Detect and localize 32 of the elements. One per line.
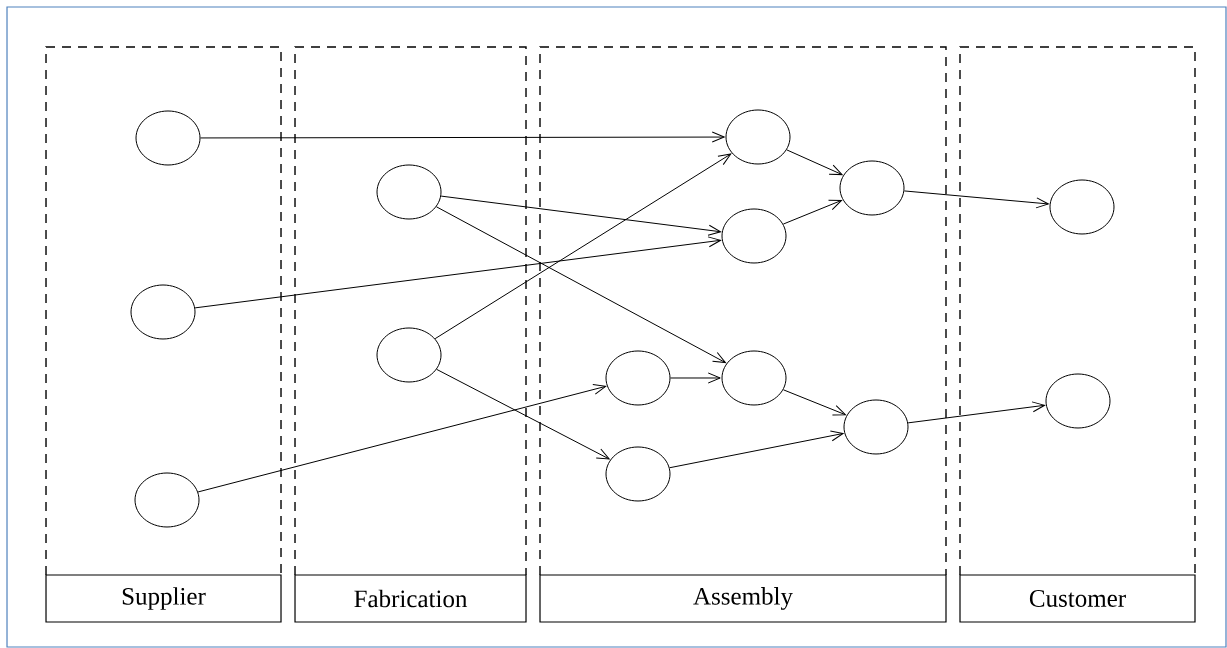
arrow <box>194 236 722 309</box>
circle-node <box>135 110 201 166</box>
circle-node <box>376 327 442 383</box>
circle-node <box>605 350 671 406</box>
swimlane: Customer <box>959 46 1196 623</box>
arrow <box>782 389 846 416</box>
swimlane: Supplier <box>45 46 282 623</box>
circle-node <box>843 399 909 455</box>
circle-node <box>721 350 787 406</box>
arrow <box>903 190 1049 209</box>
swimlane: Fabrication <box>294 46 527 623</box>
circle-node <box>134 472 200 528</box>
swimlane: Assembly <box>539 46 947 623</box>
circle-node <box>1049 179 1115 235</box>
circle-node <box>376 164 442 220</box>
arrow <box>440 195 722 236</box>
arrow <box>669 430 844 469</box>
arrow <box>670 372 721 384</box>
arrow <box>436 368 610 460</box>
circle-node <box>721 208 787 264</box>
circle-node <box>839 160 905 216</box>
circle-node <box>605 446 671 502</box>
arrow <box>435 206 726 364</box>
arrow <box>782 199 842 225</box>
arrow <box>786 149 843 176</box>
circle-node <box>130 284 196 340</box>
arrow <box>197 384 607 493</box>
arrow <box>434 153 732 340</box>
circle-node <box>725 109 791 165</box>
arrow <box>200 131 725 143</box>
arrow <box>907 401 1046 424</box>
circle-node <box>1045 373 1111 429</box>
